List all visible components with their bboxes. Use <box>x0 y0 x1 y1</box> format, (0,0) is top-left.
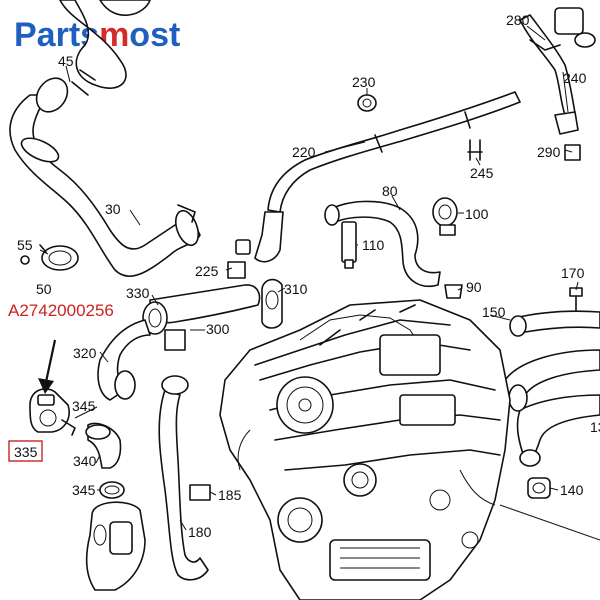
label-80: 80 <box>382 183 398 199</box>
label-150: 150 <box>482 304 506 320</box>
label-345-upper: 345 <box>72 398 96 414</box>
part-340-hose <box>85 422 122 469</box>
leader-lines <box>39 25 600 541</box>
label-340: 340 <box>73 453 97 469</box>
pipe-280 <box>519 7 596 161</box>
part-345-clamp-lower <box>99 481 125 499</box>
label-245: 245 <box>470 165 494 181</box>
part-number-text: A2742000256 <box>8 301 114 320</box>
label-320: 320 <box>73 345 97 361</box>
part-245-bracket <box>467 139 483 161</box>
thermostat-housing <box>85 501 146 591</box>
pipe-300 <box>142 284 261 351</box>
highlight-box-335 <box>8 440 43 462</box>
label-280: 280 <box>506 12 530 28</box>
label-310: 310 <box>284 281 308 297</box>
brand-logo-part3: ost <box>129 16 180 54</box>
part-55-clamp <box>20 244 79 271</box>
hose-upper-left <box>9 0 201 277</box>
label-180: 180 <box>188 524 212 540</box>
part-230-ring <box>357 94 377 112</box>
part-225-fitting <box>227 239 251 279</box>
label-240: 240 <box>563 70 587 86</box>
pipe-220 <box>254 91 521 263</box>
label-300: 300 <box>206 321 230 337</box>
part-140-clamp <box>527 477 551 499</box>
part-number-callout: A2742000256 <box>8 301 114 462</box>
label-50: 50 <box>36 281 52 297</box>
label-170: 170 <box>561 265 585 281</box>
label-140: 140 <box>560 482 584 498</box>
label-90: 90 <box>466 279 482 295</box>
label-110: 110 <box>362 237 385 253</box>
label-225: 225 <box>195 263 219 279</box>
label-30: 30 <box>105 201 121 217</box>
label-13: 13 <box>590 419 600 435</box>
part-170-bolt <box>569 287 583 311</box>
label-45: 45 <box>58 53 74 69</box>
valve-335 <box>29 388 76 436</box>
hose-right-lower <box>504 349 600 467</box>
label-345-lower: 345 <box>72 482 96 498</box>
label-185: 185 <box>218 487 242 503</box>
label-220: 220 <box>292 144 316 160</box>
part-310-seal <box>261 278 283 329</box>
part-labels: 45 230 220 280 240 290 245 30 80 100 110… <box>14 12 600 540</box>
hose-80 <box>324 197 463 299</box>
label-335: 335 <box>14 444 38 460</box>
label-100: 100 <box>465 206 489 222</box>
label-55: 55 <box>17 237 33 253</box>
hose-180 <box>158 375 211 581</box>
hose-150 <box>509 310 600 337</box>
engine-block <box>219 299 511 600</box>
label-290: 290 <box>537 144 561 160</box>
hose-320 <box>97 319 151 401</box>
label-330: 330 <box>126 285 150 301</box>
label-230: 230 <box>352 74 376 90</box>
